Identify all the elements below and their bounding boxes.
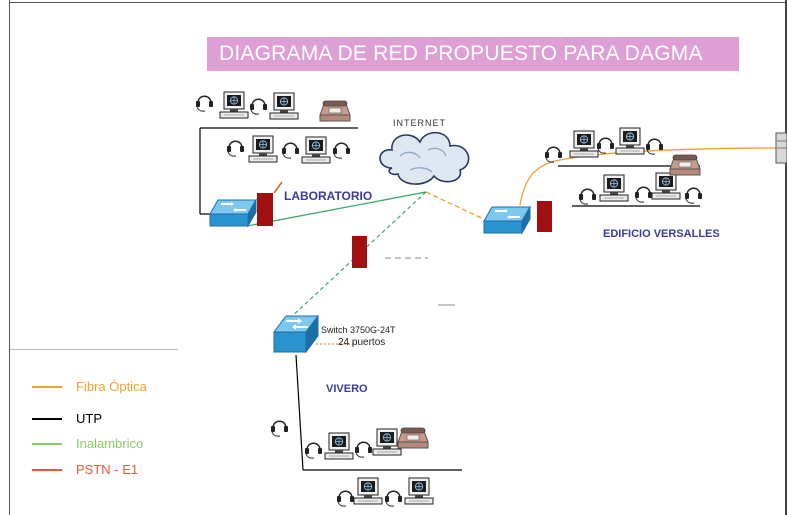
headset-icon	[281, 142, 300, 159]
headset-icon	[226, 140, 245, 157]
frame-left-border	[9, 0, 10, 515]
pstn-line-lab	[273, 181, 283, 194]
switch-vivero-icon	[273, 315, 319, 353]
legend-label-inalambrico: Inalambrico	[76, 436, 144, 451]
legend-divider	[10, 349, 178, 350]
headset-icon	[332, 142, 351, 159]
headset-icon	[634, 186, 653, 203]
workstation-icon	[269, 92, 299, 120]
internet-label: INTERNET	[393, 118, 446, 128]
telephone-icon	[319, 100, 351, 122]
headset-icon	[304, 442, 323, 459]
switch-versalles-icon	[483, 206, 531, 234]
firewall-vivero-icon	[352, 236, 367, 268]
headset-icon	[645, 138, 664, 155]
workstation-icon	[301, 136, 331, 164]
headset-icon	[578, 188, 597, 205]
legend-swatch-pstn	[32, 469, 62, 471]
legend-swatch-utp	[32, 418, 62, 420]
legend-label-fibra: Fibra Óptica	[76, 379, 147, 394]
legend-swatch-inalambrico	[32, 443, 62, 445]
headset-icon	[684, 187, 703, 204]
internet-cloud-icon	[379, 131, 470, 185]
headset-icon	[270, 420, 289, 437]
diagram-title: DIAGRAMA DE RED PROPUESTO PARA DAGMA	[207, 37, 739, 71]
workstation-icon	[569, 130, 599, 158]
fiber-link-versalles	[425, 191, 491, 223]
headset-icon	[354, 441, 373, 458]
headset-icon	[596, 137, 615, 154]
telephone-icon	[397, 427, 429, 449]
workstation-icon	[219, 91, 249, 119]
legend: Fibra Óptica UTP Inalambrico PSTN - E1	[10, 349, 178, 515]
headset-icon	[249, 98, 268, 115]
telephone-icon	[669, 154, 701, 176]
headset-icon	[384, 490, 403, 507]
frame-top-border	[9, 2, 787, 3]
switch-model-label: Switch 3750G-24T	[321, 325, 396, 335]
workstation-icon	[615, 127, 645, 155]
vivero-label: VIVERO	[326, 383, 368, 395]
workstation-icon	[248, 135, 278, 163]
frame-right-border	[785, 0, 787, 515]
wireless-link-laboratorio	[246, 191, 427, 227]
firewall-versalles-icon	[537, 201, 552, 232]
legend-label-utp: UTP	[76, 411, 102, 426]
legend-label-pstn: PSTN - E1	[76, 462, 139, 477]
workstation-icon	[599, 174, 629, 202]
headset-icon	[195, 95, 214, 112]
versalles-label: EDIFICIO VERSALLES	[603, 228, 720, 240]
firewall-laboratorio-icon	[257, 193, 273, 226]
switch-ports-label: 24 puertos	[338, 337, 386, 348]
workstation-icon	[353, 477, 383, 505]
utp-riser-vivero	[295, 354, 304, 471]
workstation-icon	[651, 172, 681, 200]
server-icon	[775, 132, 787, 164]
legend-swatch-fibra	[32, 386, 62, 388]
laboratorio-label: LABORATORIO	[284, 189, 373, 203]
headset-icon	[336, 490, 355, 507]
workstation-icon	[372, 428, 402, 456]
workstation-icon	[324, 432, 354, 460]
workstation-icon	[404, 477, 434, 505]
switch-laboratorio-icon	[209, 199, 257, 227]
